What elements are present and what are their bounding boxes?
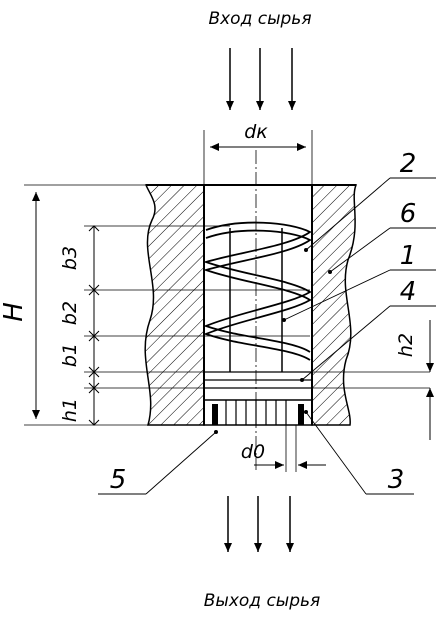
label-h2: h2 — [395, 333, 417, 357]
callout-5: 5 — [98, 430, 218, 495]
label-b1: b1 — [59, 343, 81, 367]
auger-tip — [204, 371, 312, 389]
label-b3: b3 — [59, 246, 81, 270]
callout-1: 1 — [282, 241, 436, 322]
callout-number-5: 5 — [110, 465, 127, 495]
dimension-d0: d0 — [241, 425, 326, 472]
callout-number-2: 2 — [400, 149, 417, 179]
label-b2: b2 — [59, 301, 81, 325]
callout-3: 3 — [304, 410, 414, 495]
callout-number-3: 3 — [388, 465, 405, 495]
dimension-chain-left: b3 b2 b1 h1 — [59, 225, 100, 426]
callout-2: 2 — [304, 149, 436, 252]
inlet-caption: Вход сырья — [208, 9, 311, 29]
dimension-H: H — [0, 192, 40, 419]
die-plate — [203, 399, 313, 426]
label-H: H — [0, 302, 29, 322]
auger-flights — [203, 221, 312, 361]
label-h1: h1 — [59, 398, 81, 422]
callout-number-6: 6 — [400, 199, 417, 229]
callout-number-1: 1 — [400, 241, 417, 271]
outlet-caption: Выход сырья — [204, 591, 321, 611]
housing-right-wall — [311, 184, 358, 426]
housing-left-wall — [144, 184, 205, 426]
label-d0: d0 — [241, 441, 265, 463]
outlet-arrows — [224, 496, 294, 552]
inlet-arrows — [226, 48, 296, 110]
dimension-h2: h2 — [395, 320, 434, 440]
dimension-dk: dк — [203, 121, 313, 185]
callout-number-4: 4 — [400, 277, 417, 307]
callout-4: 4 — [300, 277, 436, 382]
callout-6: 6 — [328, 199, 436, 274]
extension-lines — [24, 184, 430, 426]
label-dk: dк — [244, 121, 268, 143]
